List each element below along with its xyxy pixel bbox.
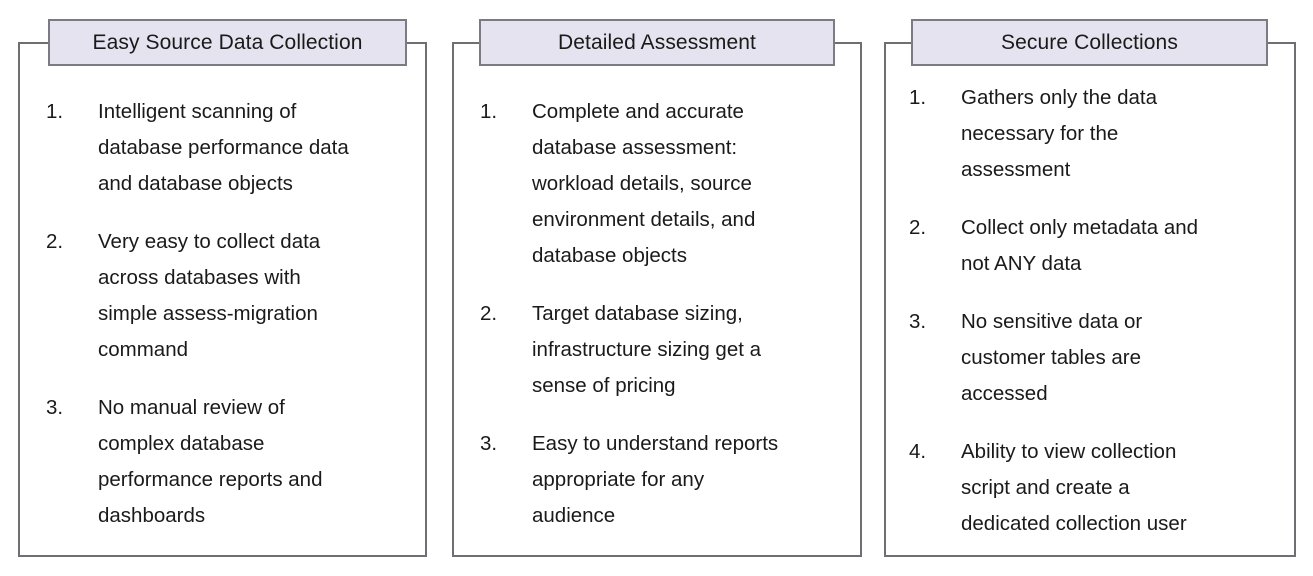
panel-title: Secure Collections bbox=[1001, 30, 1178, 54]
list-item-text: Ability to view collection script and cr… bbox=[961, 440, 1187, 535]
list-item: 4. Ability to view collection script and… bbox=[909, 434, 1284, 542]
list-item-number: 1. bbox=[480, 100, 498, 123]
list-item-number: 4. bbox=[909, 440, 927, 463]
panel-body: 1. Complete and accurate database assess… bbox=[480, 94, 852, 534]
list-item: 3. No manual review of complex database … bbox=[46, 390, 416, 534]
list-item: 3. No sensitive data or customer tables … bbox=[909, 304, 1284, 412]
panel-title-chip: Detailed Assessment bbox=[479, 19, 835, 66]
list-item-text: No sensitive data or customer tables are… bbox=[961, 310, 1143, 405]
list-item-number: 2. bbox=[46, 230, 64, 253]
list-item: 1. Intelligent scanning of database perf… bbox=[46, 94, 416, 202]
list-item-number: 1. bbox=[46, 100, 64, 123]
list-item: 1. Gathers only the data necessary for t… bbox=[909, 80, 1284, 188]
list-item-text: Intelligent scanning of database perform… bbox=[98, 100, 349, 195]
list-item: 1. Complete and accurate database assess… bbox=[480, 94, 852, 274]
feature-list: 1. Complete and accurate database assess… bbox=[480, 94, 852, 534]
feature-list: 1. Gathers only the data necessary for t… bbox=[909, 80, 1284, 542]
panel-title-chip: Easy Source Data Collection bbox=[48, 19, 407, 66]
list-item-text: No manual review of complex database per… bbox=[98, 396, 323, 527]
feature-list: 1. Intelligent scanning of database perf… bbox=[46, 94, 416, 534]
list-item-text: Complete and accurate database assessmen… bbox=[532, 100, 756, 267]
list-item: 2. Very easy to collect data across data… bbox=[46, 224, 416, 368]
list-item-number: 1. bbox=[909, 86, 927, 109]
list-item-number: 3. bbox=[46, 396, 64, 419]
list-item-text: Collect only metadata and not ANY data bbox=[961, 216, 1199, 275]
panel-body: 1. Gathers only the data necessary for t… bbox=[909, 80, 1284, 542]
panel-title: Easy Source Data Collection bbox=[92, 30, 363, 54]
list-item-text: Target database sizing, infrastructure s… bbox=[532, 302, 762, 397]
list-item: 3. Easy to understand reports appropriat… bbox=[480, 426, 852, 534]
list-item-number: 2. bbox=[480, 302, 498, 325]
panel-title: Detailed Assessment bbox=[558, 30, 756, 54]
list-item-number: 3. bbox=[480, 432, 498, 455]
list-item-text: Easy to understand reports appropriate f… bbox=[532, 432, 779, 527]
panel-body: 1. Intelligent scanning of database perf… bbox=[46, 94, 416, 534]
list-item: 2. Target database sizing, infrastructur… bbox=[480, 296, 852, 404]
list-item-number: 2. bbox=[909, 216, 927, 239]
list-item-text: Very easy to collect data across databas… bbox=[98, 230, 321, 361]
list-item-text: Gathers only the data necessary for the … bbox=[961, 86, 1158, 181]
list-item-number: 3. bbox=[909, 310, 927, 333]
panel-title-chip: Secure Collections bbox=[911, 19, 1268, 66]
list-item: 2. Collect only metadata and not ANY dat… bbox=[909, 210, 1284, 282]
